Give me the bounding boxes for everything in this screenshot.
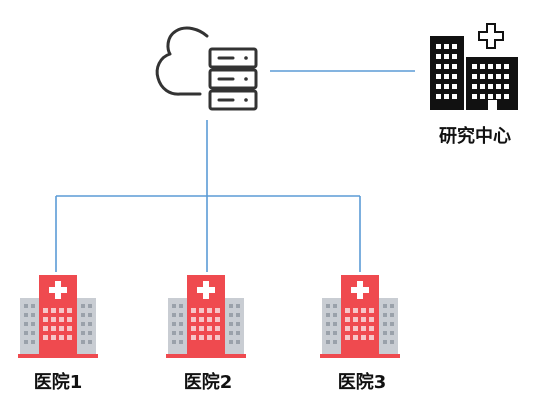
connectors [55, 70, 415, 272]
research-building-icon [430, 23, 518, 110]
research-windows-right [472, 64, 509, 99]
research-door [488, 100, 497, 110]
server-stack [208, 47, 258, 111]
cloud-server-icon [155, 26, 258, 111]
hospital-1-label: 医院1 [33, 372, 83, 393]
hospital-2-label: 医院2 [183, 372, 233, 393]
server-unit-3 [208, 89, 258, 111]
server-unit-2 [208, 68, 258, 90]
cloud-outline [155, 26, 209, 96]
hospital-3-label: 医院3 [337, 372, 387, 393]
hospital-3-icon [320, 275, 400, 358]
server-unit-1 [208, 47, 258, 69]
research-windows-left [436, 44, 457, 99]
research-center-label: 研究中心 [439, 126, 511, 147]
hospital-2-icon [166, 275, 246, 358]
hospital-1-icon [18, 275, 98, 358]
